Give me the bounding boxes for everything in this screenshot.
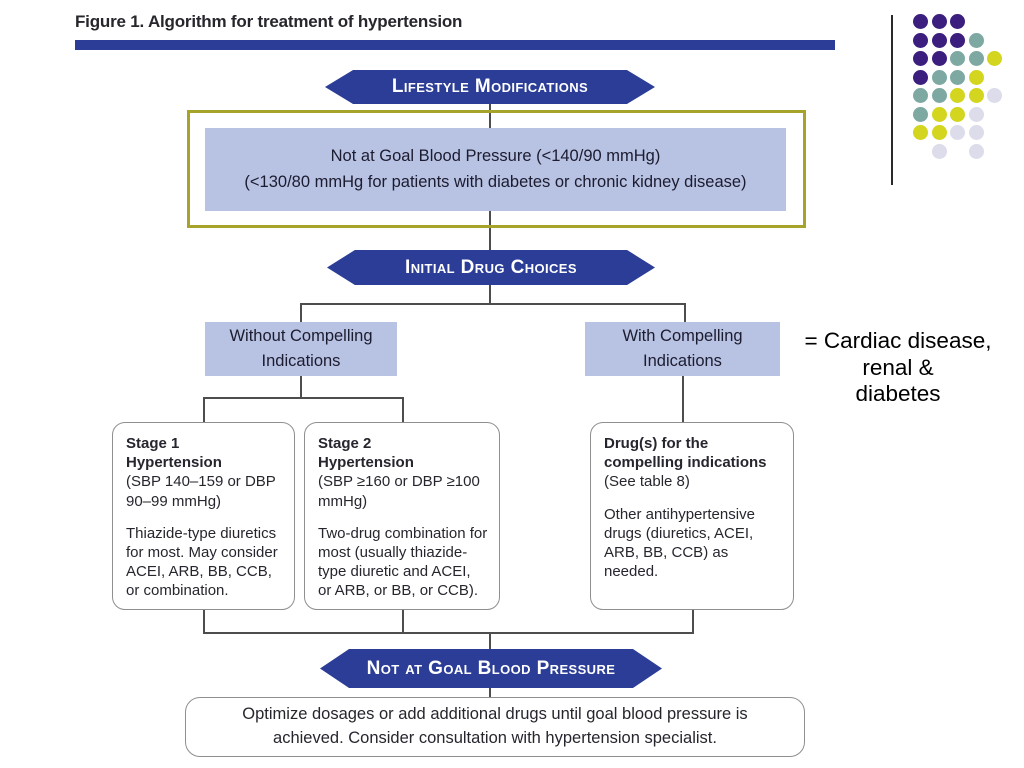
decorative-dot-grid [913, 14, 1023, 169]
stage2-range: (SBP ≥160 or DBP ≥100 mmHg) [318, 473, 480, 510]
stage1-hypertension-box: Stage 1 Hypertension (SBP 140–159 or DBP… [112, 422, 295, 610]
compelling-indications-box: Drug(s) for the compelling indications (… [590, 422, 794, 610]
stage2-body: Two-drug combination for most (usually t… [318, 524, 488, 600]
decorative-dot [968, 125, 984, 140]
stage2-heading-line1: Stage 2 [318, 435, 372, 452]
decorative-dot [931, 32, 947, 48]
connector-without-down [300, 376, 302, 397]
decorative-dot [968, 51, 984, 66]
banner-not-at-goal: Not at Goal Blood Pressure [320, 649, 662, 688]
stage1-heading-line1: Stage 1 [126, 435, 180, 452]
decorative-dot [931, 69, 947, 85]
decorative-dot [950, 106, 965, 122]
connector-stage-split [203, 397, 403, 399]
decorative-dot [913, 14, 928, 29]
connector-stage1-out [203, 610, 205, 633]
decorative-dot [913, 69, 928, 85]
decorative-dot [913, 125, 928, 140]
highlight-rectangle [187, 110, 806, 228]
figure-title: Figure 1. Algorithm for treatment of hyp… [75, 12, 463, 31]
connector-stage1-down [203, 397, 205, 423]
stage2-heading-line2: Hypertension [318, 454, 414, 472]
decorative-dot [931, 106, 947, 122]
connector-stage2-out [402, 610, 404, 633]
compelling-heading-line2: compelling indications [604, 454, 767, 472]
stage1-body: Thiazide-type diuretics for most. May co… [126, 524, 278, 600]
annotation-line1: = Cardiac disease, [804, 328, 992, 353]
compelling-range: (See table 8) [604, 473, 690, 491]
decorative-dot [931, 51, 947, 66]
without-compelling-box: Without Compelling Indications [205, 322, 397, 376]
connector-banner3-down [489, 688, 491, 698]
connector-with-down [682, 376, 684, 423]
outcome-box: Optimize dosages or add additional drugs… [185, 697, 805, 757]
banner-initial-drug-label: Initial Drug Choices [405, 256, 577, 278]
decorative-dot [968, 143, 984, 159]
annotation-line3: diabetes [855, 381, 941, 407]
outcome-line1: Optimize dosages or add additional drugs… [242, 705, 748, 724]
annotation-line2: renal & [862, 354, 934, 380]
decorative-dot [968, 69, 984, 85]
with-compelling-line2: Indications [643, 352, 722, 370]
goal-bp-line1: Not at Goal Blood Pressure (<140/90 mmHg… [330, 146, 661, 165]
connector-right-branch-down [684, 303, 686, 323]
goal-bp-box: Not at Goal Blood Pressure (<140/90 mmHg… [205, 128, 786, 211]
connector-left-branch-down [300, 303, 302, 323]
decorative-dot [968, 106, 984, 122]
decorative-dot [950, 14, 965, 29]
decorative-dot [913, 32, 928, 48]
with-compelling-box: With Compelling Indications [585, 322, 780, 376]
title-underline-bar [75, 40, 835, 50]
decorative-dot [931, 143, 947, 159]
goal-bp-line2: (<130/80 mmHg for patients with diabetes… [244, 172, 747, 191]
decorative-dot [913, 106, 928, 122]
connector-compelling-out [692, 610, 694, 633]
decorative-dot [931, 88, 947, 103]
banner-initial-drug-choices: Initial Drug Choices [327, 250, 655, 285]
stage1-heading-line2: Hypertension [126, 454, 222, 472]
without-compelling-line2: Indications [261, 352, 341, 370]
stage1-range: (SBP 140–159 or DBP 90–99 mmHg) [126, 473, 276, 510]
compelling-body: Other antihypertensive drugs (diuretics,… [604, 505, 755, 581]
decorative-dot [950, 32, 965, 48]
connector-merge-line [203, 632, 694, 634]
decorative-dot [987, 51, 1002, 66]
outcome-line2: achieved. Consider consultation with hyp… [273, 729, 717, 747]
connector-branch-split [300, 303, 686, 305]
decorative-dot [950, 125, 965, 140]
decorative-dot [931, 14, 947, 29]
connector-banner2-down [489, 285, 491, 304]
stage2-hypertension-box: Stage 2 Hypertension (SBP ≥160 or DBP ≥1… [304, 422, 500, 610]
decorative-dot [950, 88, 965, 103]
banner-not-at-goal-label: Not at Goal Blood Pressure [366, 657, 616, 679]
decorative-dot [950, 51, 965, 66]
decorative-dot [950, 69, 965, 85]
banner-lifestyle-label: Lifestyle Modifications [391, 76, 589, 97]
decorative-dot [987, 88, 1002, 103]
decorative-dot [931, 125, 947, 140]
without-compelling-line1: Without Compelling [229, 327, 373, 346]
compelling-heading-line1: Drug(s) for the [604, 435, 709, 452]
annotation-text: = Cardiac disease, renal & diabetes [778, 328, 1018, 408]
slide-divider-line [891, 15, 893, 185]
connector-merge-down [489, 632, 491, 650]
connector-stage2-down [402, 397, 404, 423]
decorative-dot [913, 88, 928, 103]
decorative-dot [913, 51, 928, 66]
with-compelling-line1: With Compelling [622, 327, 743, 346]
decorative-dot [968, 88, 984, 103]
banner-lifestyle-modifications: Lifestyle Modifications [325, 70, 655, 104]
decorative-dot [968, 32, 984, 48]
